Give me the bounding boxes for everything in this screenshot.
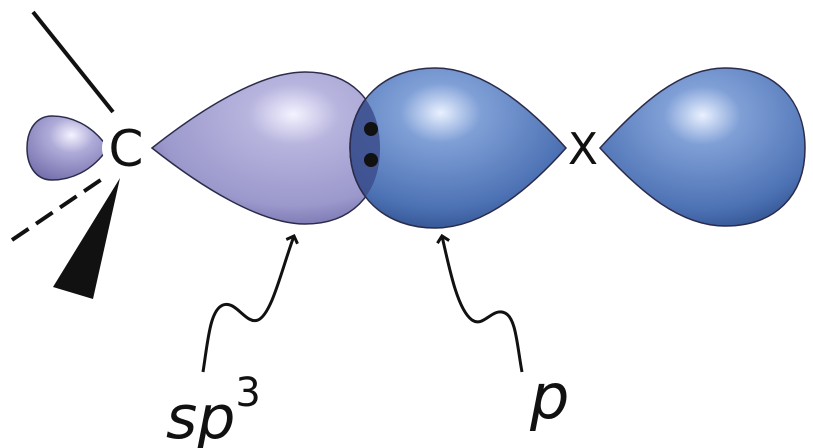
p-orbital-lobe xyxy=(349,67,568,229)
bonding-electron-dot xyxy=(364,153,378,167)
p-pointer-arrow xyxy=(442,236,524,373)
halogen-atom-label: X xyxy=(568,124,598,175)
bond-wedge-line-upper xyxy=(31,10,115,114)
orbital-overlap-region xyxy=(349,72,380,224)
bond-wedge-solid xyxy=(53,178,120,299)
carbon-label-background xyxy=(102,124,150,172)
bond-dashed-lower xyxy=(10,173,110,242)
bonding-electron-dot xyxy=(364,122,378,136)
p-orbital-back-lobe xyxy=(598,67,806,227)
sp3-pointer-arrow xyxy=(201,236,294,373)
sp3-back-lobe xyxy=(26,115,109,181)
sp3-label-superscript: 3 xyxy=(235,370,260,416)
sp3-label-base: sp xyxy=(166,383,235,448)
carbon-atom-label: C xyxy=(109,120,144,178)
sp3-orbital-label: sp3 xyxy=(166,370,261,448)
p-orbital-label: p xyxy=(529,360,569,433)
sp3-orbital-lobe xyxy=(150,71,381,225)
